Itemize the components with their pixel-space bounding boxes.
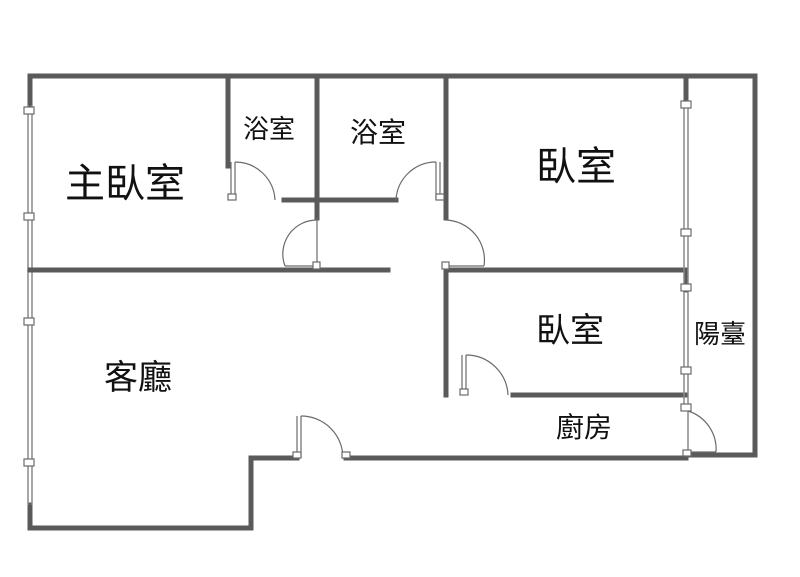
door-master-bath: [227, 161, 276, 201]
label-bathroom-1: 浴室: [243, 115, 295, 145]
label-living-room: 客廳: [104, 358, 172, 398]
label-balcony: 陽臺: [694, 320, 746, 350]
label-bedroom-1: 臥室: [536, 144, 616, 190]
door-bedroom-1: [441, 219, 486, 270]
door-bath-2: [395, 161, 445, 201]
interior-walls: [27, 73, 689, 398]
label-bedroom-2: 臥室: [536, 311, 604, 351]
door-entrance: [292, 415, 351, 459]
door-bedroom-2: [459, 354, 509, 396]
exterior-walls: [27, 73, 758, 531]
balcony-windows: [680, 100, 692, 412]
door-balcony: [682, 410, 717, 457]
label-master-bedroom: 主臥室: [65, 161, 185, 207]
label-bathroom-2: 浴室: [350, 116, 406, 149]
label-kitchen: 廚房: [556, 411, 612, 444]
door-master-bedroom: [282, 218, 321, 270]
left-window-wall: [23, 105, 35, 505]
